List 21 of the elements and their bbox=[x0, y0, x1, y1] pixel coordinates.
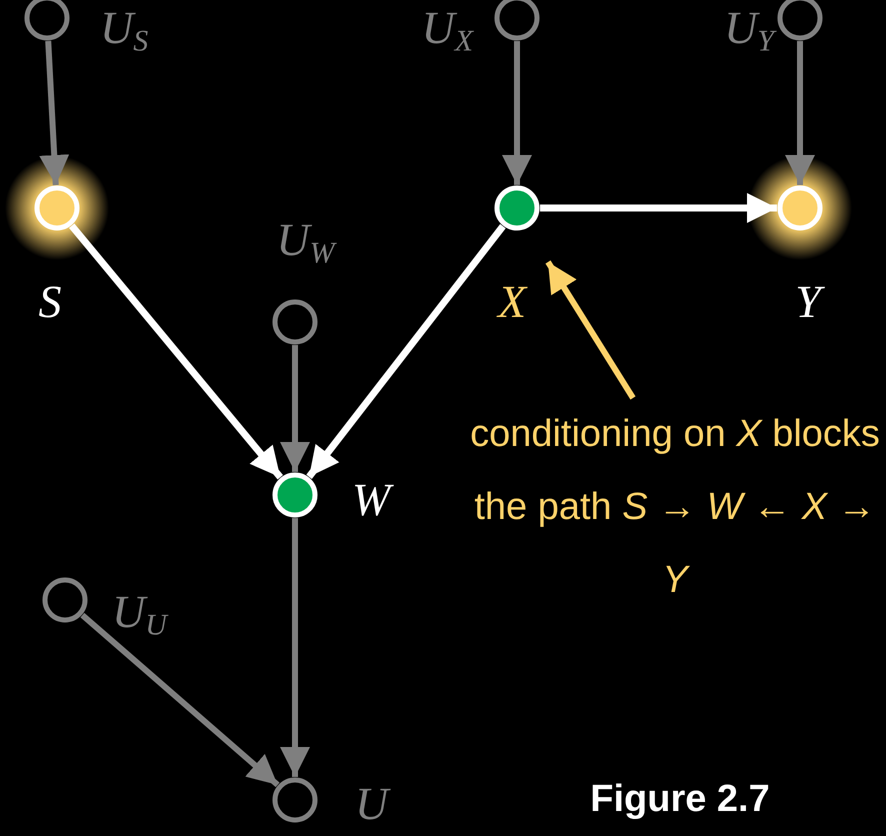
arrow bbox=[502, 41, 532, 185]
arrow bbox=[39, 40, 70, 186]
node-label: X bbox=[496, 275, 528, 329]
arrow bbox=[306, 224, 506, 479]
arrow bbox=[280, 518, 310, 777]
node-label: U$_{W}$ bbox=[275, 213, 338, 268]
arrow bbox=[540, 193, 777, 223]
node-label: S bbox=[38, 275, 62, 329]
arrow bbox=[68, 223, 284, 480]
node-label: U$_{S}$ bbox=[100, 1, 150, 56]
arrow bbox=[280, 345, 310, 472]
annotation-text: conditioning on X blocks the path S → W ← X → Y bbox=[470, 412, 880, 603]
figure-caption: Figure 2.7 bbox=[589, 778, 771, 821]
arrow bbox=[785, 41, 815, 185]
node-label: U$_{U}$ bbox=[112, 585, 170, 640]
arrow bbox=[545, 260, 636, 400]
node-label: W bbox=[352, 472, 412, 528]
node-label: Y bbox=[778, 274, 838, 330]
node-label: U$_{X}$ bbox=[420, 1, 473, 56]
node-label: U bbox=[355, 776, 405, 832]
arrow bbox=[80, 612, 280, 788]
